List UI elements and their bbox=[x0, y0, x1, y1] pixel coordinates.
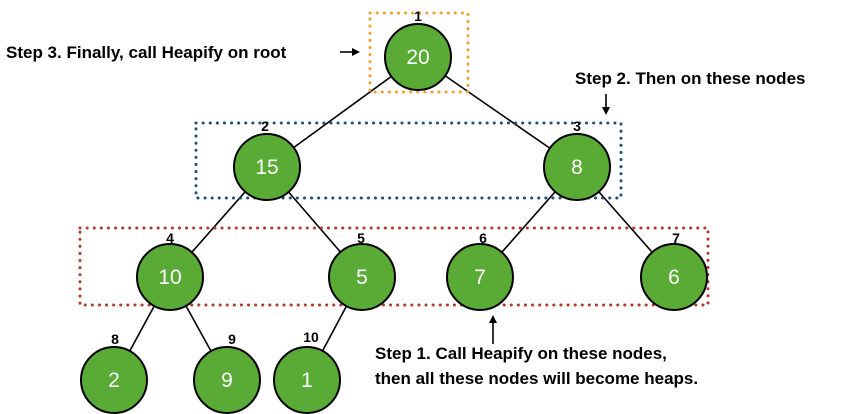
step2-highlight-box bbox=[194, 121, 623, 200]
step2-arrowhead-icon bbox=[602, 107, 610, 115]
node-circle bbox=[328, 243, 396, 311]
node-index-label: 6 bbox=[479, 230, 487, 246]
tree-node-1: 20 1 bbox=[384, 8, 452, 91]
tree-node-5: 55 bbox=[328, 230, 396, 311]
node-value: 20 bbox=[406, 46, 429, 69]
node-circle bbox=[273, 346, 341, 414]
tree-node-10: 1 10 bbox=[273, 329, 341, 414]
node-index-label: 5 bbox=[357, 230, 365, 246]
node-circle bbox=[543, 133, 611, 201]
node-index-label: 1 bbox=[414, 8, 422, 24]
node-circle bbox=[136, 243, 204, 311]
edges-layer bbox=[113, 56, 675, 381]
node-value: 9 bbox=[221, 369, 233, 392]
node-value: 6 bbox=[668, 266, 680, 289]
node-index-label: 9 bbox=[228, 331, 236, 347]
step2-label: Step 2. Then on these nodes bbox=[575, 69, 805, 88]
node-index-label: 7 bbox=[672, 230, 680, 246]
node-index-label: 2 bbox=[261, 118, 269, 134]
tree-node-4: 10 4 bbox=[136, 230, 204, 311]
step1-label-line2: then all these nodes will become heaps. bbox=[375, 369, 698, 388]
tree-node-2: 15 2 bbox=[233, 118, 301, 201]
tree-node-7: 67 bbox=[640, 230, 708, 311]
node-index-label: 3 bbox=[573, 118, 581, 134]
step3-label: Step 3. Finally, call Heapify on root bbox=[6, 43, 287, 62]
step3-highlight-box bbox=[368, 11, 470, 94]
node-index-label: 10 bbox=[303, 329, 319, 345]
node-circle bbox=[640, 243, 708, 311]
tree-node-9: 99 bbox=[193, 331, 261, 414]
tree-node-8: 28 bbox=[80, 331, 148, 414]
node-circle bbox=[80, 346, 148, 414]
node-value: 7 bbox=[474, 266, 486, 289]
node-value: 5 bbox=[356, 266, 368, 289]
node-value: 8 bbox=[571, 156, 583, 179]
node-value: 1 bbox=[301, 369, 313, 392]
node-circle bbox=[193, 346, 261, 414]
tree-node-6: 76 bbox=[446, 230, 514, 311]
step1-label-line1: Step 1. Call Heapify on these nodes, bbox=[375, 344, 667, 363]
node-value: 15 bbox=[255, 156, 278, 179]
tree-node-3: 83 bbox=[543, 118, 611, 201]
step1-arrowhead-icon bbox=[489, 315, 497, 323]
node-index-label: 8 bbox=[111, 331, 119, 347]
node-circle bbox=[384, 23, 452, 91]
node-value: 10 bbox=[158, 266, 181, 289]
node-circle bbox=[446, 243, 514, 311]
node-index-label: 4 bbox=[166, 230, 174, 246]
step3-arrowhead-icon bbox=[352, 48, 360, 56]
node-circle bbox=[233, 133, 301, 201]
node-value: 2 bbox=[108, 369, 120, 392]
step1-highlight-box bbox=[78, 226, 710, 307]
